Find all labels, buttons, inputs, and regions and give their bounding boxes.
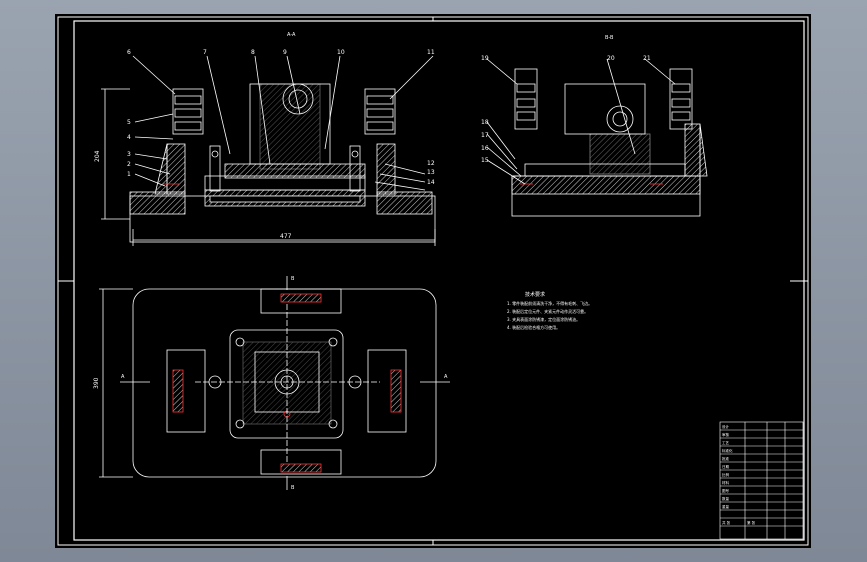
dim-front-width: 477 bbox=[280, 233, 292, 240]
tb-cell-9: 图号 bbox=[722, 488, 730, 493]
tb-cell-10: 数量 bbox=[722, 496, 730, 501]
front-section-view: A-A bbox=[94, 32, 436, 246]
balloon-8: 8 bbox=[251, 49, 255, 56]
tb-cell-5: 批准 bbox=[722, 456, 730, 461]
balloon-14: 14 bbox=[427, 179, 435, 186]
cad-drawing: A-A bbox=[57, 16, 809, 546]
notes-line-2: 2. 装配后定位元件、夹紧元件动作灵活可靠。 bbox=[507, 308, 588, 314]
balloon-16: 16 bbox=[481, 145, 489, 152]
balloon-21: 21 bbox=[643, 55, 651, 62]
section-mark-b-bottom: B bbox=[291, 485, 295, 491]
balloon-3: 3 bbox=[127, 151, 131, 158]
balloon-1: 1 bbox=[127, 171, 131, 178]
tb-cell-3: 工艺 bbox=[722, 440, 730, 445]
balloon-15: 15 bbox=[481, 157, 489, 164]
plan-view: 390 bbox=[93, 276, 450, 490]
balloon-7: 7 bbox=[203, 49, 207, 56]
section-mark-b-top: B bbox=[291, 276, 295, 282]
outer-frame bbox=[57, 16, 809, 546]
balloon-4: 4 bbox=[127, 134, 131, 141]
balloon-19: 19 bbox=[481, 55, 489, 62]
tb-cell-13: 第 张 bbox=[747, 520, 756, 525]
side-section-title: B-B bbox=[605, 35, 614, 41]
balloon-5: 5 bbox=[127, 119, 131, 126]
balloon-9: 9 bbox=[283, 49, 287, 56]
tb-cell-12: 共 张 bbox=[722, 520, 731, 525]
balloon-6: 6 bbox=[127, 49, 131, 56]
balloon-20: 20 bbox=[607, 55, 615, 62]
balloon-2: 2 bbox=[127, 161, 131, 168]
notes-title: 技术要求 bbox=[525, 291, 545, 298]
notes-line-3: 3. 夹具表面涂防锈漆，定位面涂防锈油。 bbox=[507, 316, 580, 322]
title-block bbox=[719, 421, 804, 540]
notes-line-4: 4. 装配后检验合格方可使用。 bbox=[507, 324, 560, 330]
inner-frame bbox=[73, 20, 805, 541]
tb-cell-2: 审核 bbox=[722, 432, 730, 437]
drawing-sheet: A-A bbox=[55, 14, 811, 548]
balloon-18: 18 bbox=[481, 119, 489, 126]
dim-plan-height: 390 bbox=[93, 377, 100, 389]
side-section-view: B-B bbox=[486, 35, 708, 217]
tb-cell-4: 标准化 bbox=[722, 448, 733, 453]
dim-front-height: 204 bbox=[94, 150, 101, 162]
technical-notes: 技术要求 1. 零件装配前须清洗干净，不得有毛刺、飞边。 2. 装配后定位元件、… bbox=[507, 291, 592, 330]
balloon-12: 12 bbox=[427, 160, 435, 167]
balloon-11: 11 bbox=[427, 49, 435, 56]
tb-cell-1: 设计 bbox=[722, 424, 730, 429]
tb-cell-6: 日期 bbox=[722, 464, 730, 469]
front-section-title: A-A bbox=[287, 32, 296, 38]
section-mark-a-right: A bbox=[444, 374, 448, 380]
balloon-10: 10 bbox=[337, 49, 345, 56]
section-mark-a-left: A bbox=[121, 374, 125, 380]
tb-cell-7: 比例 bbox=[722, 472, 730, 477]
tb-cell-8: 材料 bbox=[722, 480, 730, 485]
title-block-text: 设计 审核 工艺 标准化 批准 日期 比例 材料 图号 数量 重量 共 张 第 … bbox=[722, 424, 756, 525]
tb-cell-11: 重量 bbox=[722, 504, 730, 509]
balloon-13: 13 bbox=[427, 169, 435, 176]
balloon-17: 17 bbox=[481, 132, 489, 139]
notes-line-1: 1. 零件装配前须清洗干净，不得有毛刺、飞边。 bbox=[507, 300, 592, 306]
